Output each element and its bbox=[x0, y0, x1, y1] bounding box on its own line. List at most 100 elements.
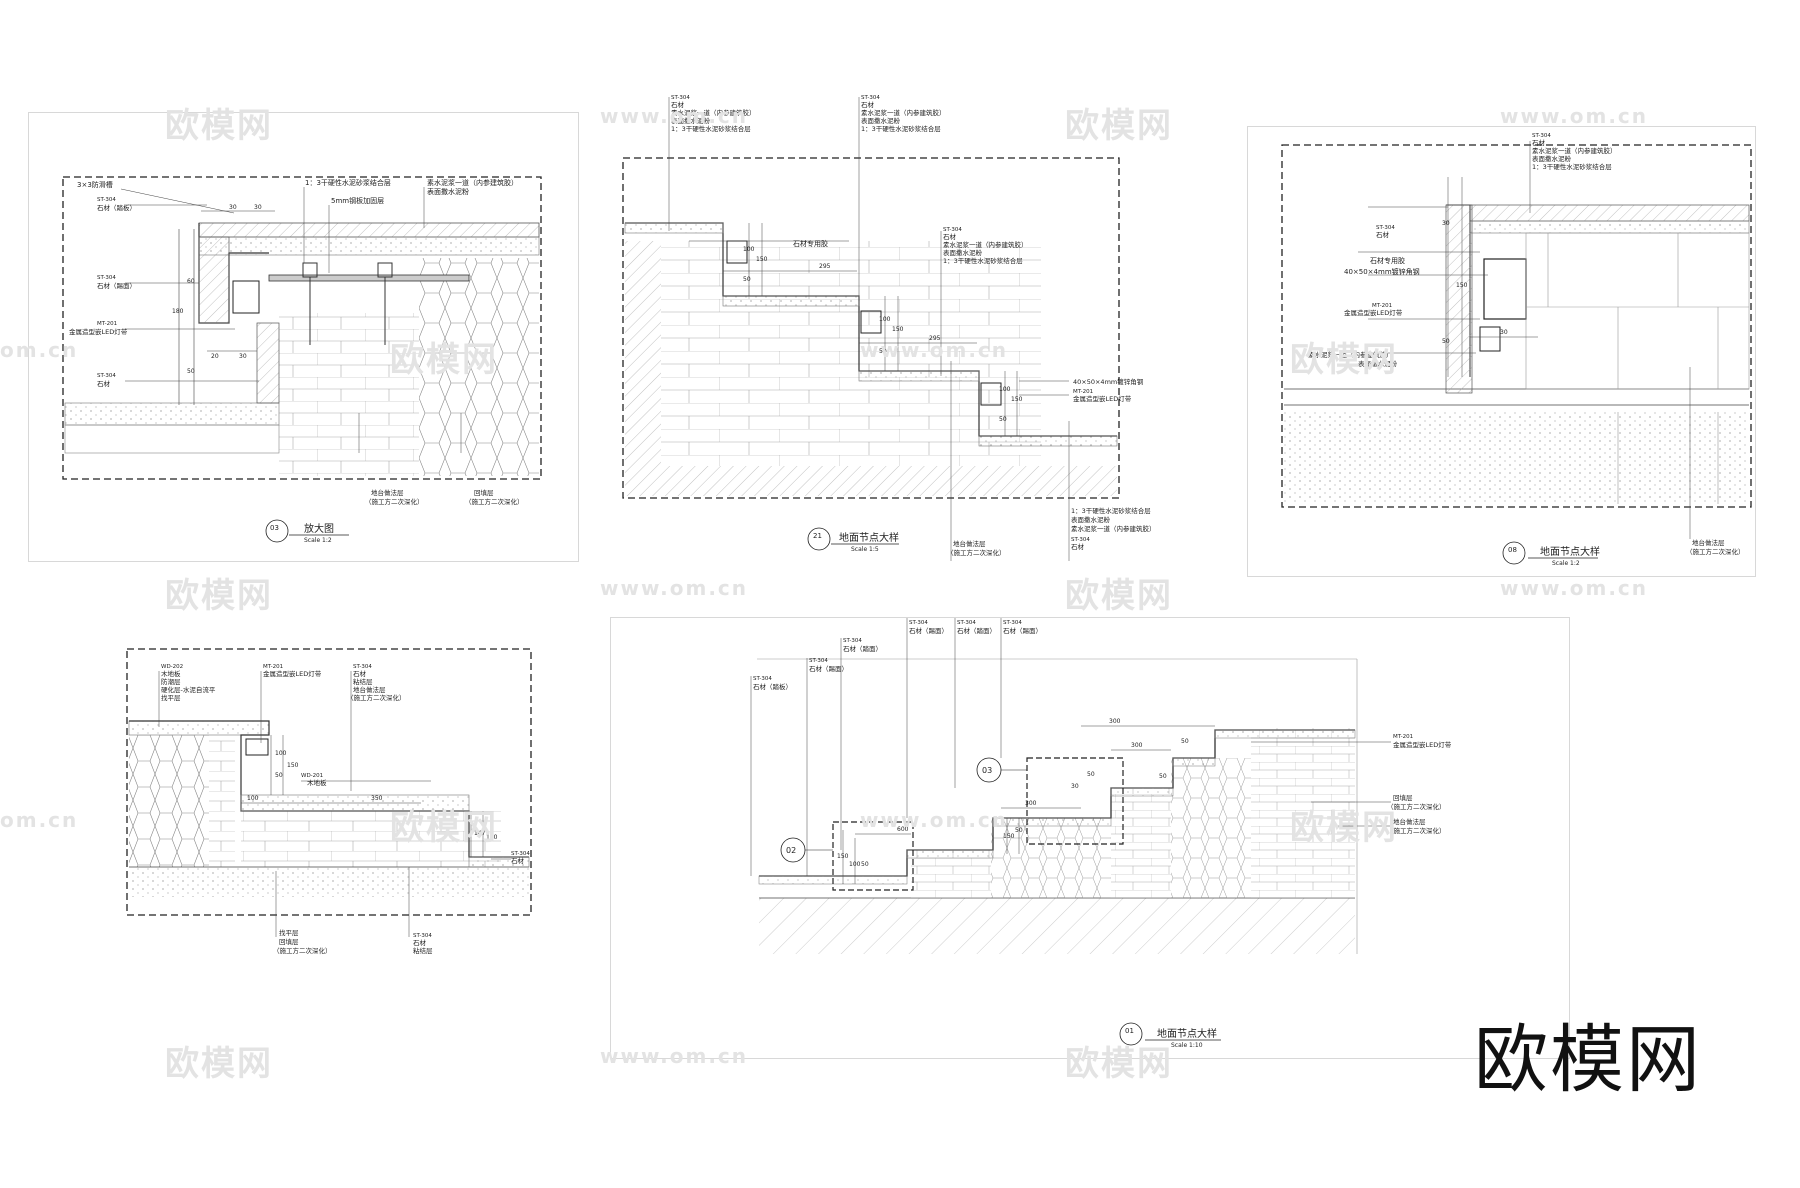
note-bond: 粘结层 bbox=[353, 677, 373, 686]
note-backfill-sub: （施工方二次深化） bbox=[273, 946, 332, 955]
note-stone-riser: 石材（踢面） bbox=[809, 664, 848, 673]
note-b2: 素水泥浆一道（内参建筑胶） bbox=[861, 108, 946, 117]
watermark-url: www.om.cn bbox=[1500, 104, 1649, 128]
note-led: 金属造型嵌LED灯带 bbox=[263, 669, 322, 678]
note-hardening: 硬化层-水泥自流平 bbox=[161, 685, 216, 694]
note-powder-2: 表面撒水泥粉 bbox=[1358, 359, 1398, 368]
detail-panel-03: 30 30 60 180 20 30 50 3×3防滑槽 1：3干硬性水泥砂浆结… bbox=[28, 112, 579, 562]
dim-1: 100 bbox=[743, 246, 755, 253]
dim-1: 300 bbox=[1109, 718, 1121, 725]
note-backfill: 回填层 bbox=[474, 488, 494, 497]
note-moisture: 防潮层 bbox=[161, 677, 181, 686]
note-stone-2: 石材 bbox=[511, 856, 525, 865]
note-base-sub: （施工方二次深化） bbox=[1387, 826, 1446, 835]
dim-b: 30 bbox=[254, 204, 262, 211]
note-cement-powder: 表面撒水泥粉 bbox=[427, 187, 469, 196]
note-led: 金属造型嵌LED灯带 bbox=[1344, 308, 1403, 317]
tag-led: MT-201 bbox=[1073, 389, 1093, 395]
dim-f: 30 bbox=[239, 353, 247, 360]
note-base-layer-sub: （施工方二次深化） bbox=[365, 497, 424, 506]
tag-b: ST-304 bbox=[861, 95, 880, 101]
dim-11: 50 bbox=[1015, 827, 1023, 834]
note-b3: 表面撒水泥粉 bbox=[861, 116, 901, 125]
dim-g: 50 bbox=[187, 368, 195, 375]
dim-3: 50 bbox=[743, 276, 751, 283]
title-marker bbox=[807, 527, 831, 551]
panel-number: 03 bbox=[270, 524, 279, 532]
panel-number: 21 bbox=[813, 532, 822, 540]
tag-1: ST-304 bbox=[753, 676, 772, 682]
note-c2: 素水泥浆一道（内参建筑胶） bbox=[943, 240, 1028, 249]
dim-9: 100 bbox=[999, 386, 1011, 393]
tag-1: ST-304 bbox=[1532, 133, 1551, 139]
dim-5: 100 bbox=[879, 316, 891, 323]
note-base: 地台做法层 bbox=[353, 685, 386, 694]
tag-2: ST-304 bbox=[809, 658, 828, 664]
panel-number: 01 bbox=[1125, 1027, 1134, 1035]
dim-4: 50 bbox=[1442, 338, 1450, 345]
watermark-url: www.om.cn bbox=[1500, 576, 1649, 600]
note-backfill-sub: （施工方二次深化） bbox=[465, 497, 524, 506]
dim-13: 50 bbox=[1087, 771, 1095, 778]
note-wood-floor-2: 木地板 bbox=[307, 778, 327, 787]
note-stone-2: 石材 bbox=[1376, 230, 1390, 239]
note-stone-surface-2: 石材（踏面） bbox=[957, 626, 996, 635]
dim-10: 150 bbox=[1003, 833, 1015, 840]
watermark-url: om.cn bbox=[0, 808, 79, 832]
panel-scale: Scale 1:10 bbox=[1171, 1042, 1203, 1049]
detail-panel-08: 30 150 30 50 ST-304 石材 素水泥浆一道（内参建筑胶） 表面撒… bbox=[1247, 126, 1756, 577]
dim-9: 50 bbox=[861, 861, 869, 868]
note-base: 地台做法层 bbox=[953, 539, 986, 548]
note-r3: 素水泥浆一道（内参建筑胶） bbox=[1071, 524, 1156, 533]
note-backfill: 回填层 bbox=[1393, 793, 1413, 802]
note-cement-slurry: 素水泥浆一道（内参建筑胶） bbox=[427, 178, 518, 187]
note-a1: 石材 bbox=[671, 100, 685, 109]
detail-boundary bbox=[622, 157, 1120, 499]
dim-6: 150 bbox=[892, 326, 904, 333]
note-base-sub: （施工方二次深化） bbox=[1686, 547, 1745, 556]
note-stone-tread: 石材（踏板） bbox=[753, 682, 792, 691]
dim-2: 150 bbox=[1456, 282, 1468, 289]
tag-4: WD-201 bbox=[301, 773, 323, 779]
detail-boundary bbox=[126, 648, 532, 916]
note-c4: 1：3干硬性水泥砂浆结合层 bbox=[943, 256, 1023, 265]
note-led: 金属造型嵌LED灯带 bbox=[1073, 394, 1132, 403]
note-b4: 1：3干硬性水泥砂浆结合层 bbox=[861, 124, 941, 133]
note-stone-riser-3: 石材（踢面） bbox=[1003, 626, 1042, 635]
panel-scale: Scale 1:5 bbox=[851, 546, 879, 553]
detail-panel-bottom-left: 100 50 150 100 350 147 150 WD-202 木地板 防潮… bbox=[110, 630, 552, 972]
note-leveling: 找平层 bbox=[161, 693, 181, 702]
dim-2: 150 bbox=[756, 256, 768, 263]
note-c3: 表面撒水泥粉 bbox=[943, 248, 983, 257]
panel-title: 地面节点大样 bbox=[1540, 545, 1600, 558]
dim-6: 600 bbox=[897, 826, 909, 833]
panel-title: 地面节点大样 bbox=[839, 531, 899, 544]
dim-5: 300 bbox=[1025, 800, 1037, 807]
callout-box-02 bbox=[832, 821, 914, 891]
note-led-strip: 金属造型嵌LED灯带 bbox=[69, 327, 128, 336]
tag-3: ST-304 bbox=[353, 664, 372, 670]
panel-title: 放大图 bbox=[304, 522, 334, 535]
panel-number: 08 bbox=[1508, 546, 1517, 554]
dim-d: 180 bbox=[172, 308, 184, 315]
tag-r: ST-304 bbox=[1071, 537, 1090, 543]
panel-title: 地面节点大样 bbox=[1157, 1027, 1217, 1040]
tag-led: MT-201 bbox=[1393, 734, 1413, 740]
dim-3: 150 bbox=[287, 762, 299, 769]
watermark-url: www.om.cn bbox=[600, 576, 749, 600]
panel-scale: Scale 1:2 bbox=[304, 537, 332, 544]
note-r4: 石材 bbox=[1071, 542, 1085, 551]
note-base: 地台做法层 bbox=[1692, 538, 1725, 547]
note-stone: 石材 bbox=[353, 669, 367, 678]
note-mortar: 1：3干硬性水泥砂浆结合层 bbox=[305, 178, 391, 187]
dim-3: 300 bbox=[1131, 742, 1143, 749]
callout-label-02: 02 bbox=[786, 846, 796, 855]
brand-logo: 欧模网 bbox=[1474, 1017, 1702, 1103]
tag-5: ST-304 bbox=[511, 851, 530, 857]
watermark-text: 欧模网 bbox=[165, 576, 273, 616]
note-stone-surface: 石材（踏面） bbox=[843, 644, 882, 653]
note-led: 金属造型嵌LED灯带 bbox=[1393, 740, 1452, 749]
dim-1: 100 bbox=[275, 750, 287, 757]
detail-panel-01: 02 03 300 50 300 50 300 600 150 100 50 1… bbox=[610, 617, 1570, 1059]
title-marker bbox=[1119, 1022, 1143, 1046]
